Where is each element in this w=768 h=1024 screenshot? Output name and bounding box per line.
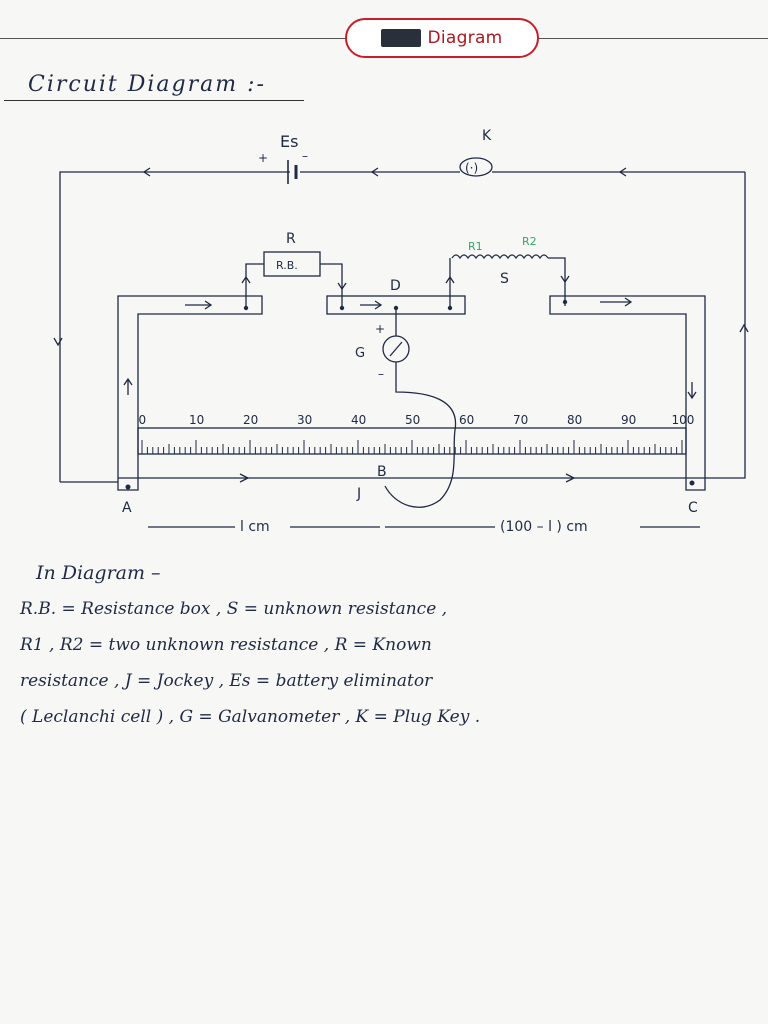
galv-needle <box>389 341 403 357</box>
arrow-up-left-head <box>123 377 133 386</box>
galvanometer-label: G <box>355 346 365 361</box>
resistance-box <box>263 251 321 277</box>
circuit-diagram: Es + – K (·) R R.B. R1 R2 S D G + – A B … <box>53 128 749 535</box>
arrow-down-right-head <box>687 391 697 400</box>
r2-label: R2 <box>522 235 537 248</box>
logo-badge: Diagram <box>345 18 539 58</box>
legend-line: R1 , R2 = two unknown resistance , R = K… <box>20 635 432 655</box>
key-symbol: (·) <box>465 161 478 175</box>
left-copper-strip <box>117 295 263 491</box>
arrow-strip-right-head <box>624 297 633 307</box>
rb-left-lead <box>245 263 264 306</box>
arrow-up-outer-right <box>739 323 749 333</box>
jockey-label: J <box>356 486 361 502</box>
key-label: K <box>482 128 492 144</box>
terminal-c <box>689 480 695 486</box>
galv-plus: + <box>375 322 385 336</box>
arrow-left-top-left <box>142 167 151 177</box>
r1-label: R1 <box>468 240 483 253</box>
logo-mark <box>381 29 422 47</box>
scale-tick-label: 80 <box>567 413 582 427</box>
terminal-rb-right <box>339 305 345 311</box>
scale-tick-label: 0 <box>139 413 147 427</box>
scale-tick-label: 10 <box>189 413 204 427</box>
right-wire <box>705 172 746 479</box>
s-right-lead <box>548 257 566 306</box>
outer-wire <box>59 171 290 482</box>
arrow-strip-left-head <box>204 300 213 310</box>
scale-tick-label: 60 <box>459 413 474 427</box>
right-length-label: (100 – l ) cm <box>500 519 588 535</box>
resistance-box-text: R.B. <box>276 259 298 272</box>
terminal-rb-left <box>243 305 249 311</box>
scale-ticks-group <box>141 440 683 454</box>
d-label: D <box>390 278 401 294</box>
arrow-s-down <box>560 275 570 284</box>
legend-line: R.B. = Resistance box , S = unknown resi… <box>20 599 448 619</box>
arrow-strip-mid-head <box>374 300 383 310</box>
scale-tick-label: 20 <box>243 413 258 427</box>
jockey-lead-wire <box>384 362 457 508</box>
unknown-resistance-coils <box>451 254 549 260</box>
arrow-wire-left <box>239 473 250 483</box>
arrow-rb-up <box>241 275 251 284</box>
plug-key-symbol <box>459 157 493 177</box>
battery-label: Es <box>280 132 298 151</box>
rb-right-lead <box>320 263 343 306</box>
arrow-wire-right <box>565 473 576 483</box>
terminal-s-left <box>447 305 453 311</box>
terminal-s-right <box>562 299 568 305</box>
left-length-label: l cm <box>240 519 270 535</box>
heading-underline <box>4 100 304 101</box>
arrow-left-top-right <box>618 167 627 177</box>
page-heading: Circuit Diagram :- <box>28 72 266 97</box>
arrow-s-up <box>445 275 455 284</box>
scale-tick-label: 40 <box>351 413 366 427</box>
arrow-down-outer-left <box>53 337 63 347</box>
scale-tick-label: 90 <box>621 413 636 427</box>
scale-tick-label: 30 <box>297 413 312 427</box>
legend-line: ( Leclanchi cell ) , G = Galvanometer , … <box>20 707 481 727</box>
point-b: B <box>377 464 387 480</box>
point-c: C <box>688 500 698 516</box>
point-a: A <box>122 500 132 516</box>
s-label: S <box>500 271 509 287</box>
terminal-d <box>393 305 399 311</box>
galv-minus: – <box>378 367 384 381</box>
battery-minus: – <box>302 149 308 163</box>
legend-block: In Diagram – R.B. = Resistance box , S =… <box>20 555 760 735</box>
battery-plus: + <box>258 151 268 165</box>
scale-tick-label: 70 <box>513 413 528 427</box>
legend-title: In Diagram – <box>36 562 161 584</box>
legend-line: resistance , J = Jockey , Es = battery e… <box>20 671 433 691</box>
arrow-left-top-middle <box>370 167 379 177</box>
resistance-label: R <box>286 231 296 247</box>
logo-text: Diagram <box>427 28 503 48</box>
scale-tick-label: 50 <box>405 413 420 427</box>
terminal-a <box>125 484 131 490</box>
arrow-rb-down <box>337 282 347 291</box>
scale-tick-label: 100 <box>672 413 695 427</box>
right-copper-strip <box>549 295 706 491</box>
